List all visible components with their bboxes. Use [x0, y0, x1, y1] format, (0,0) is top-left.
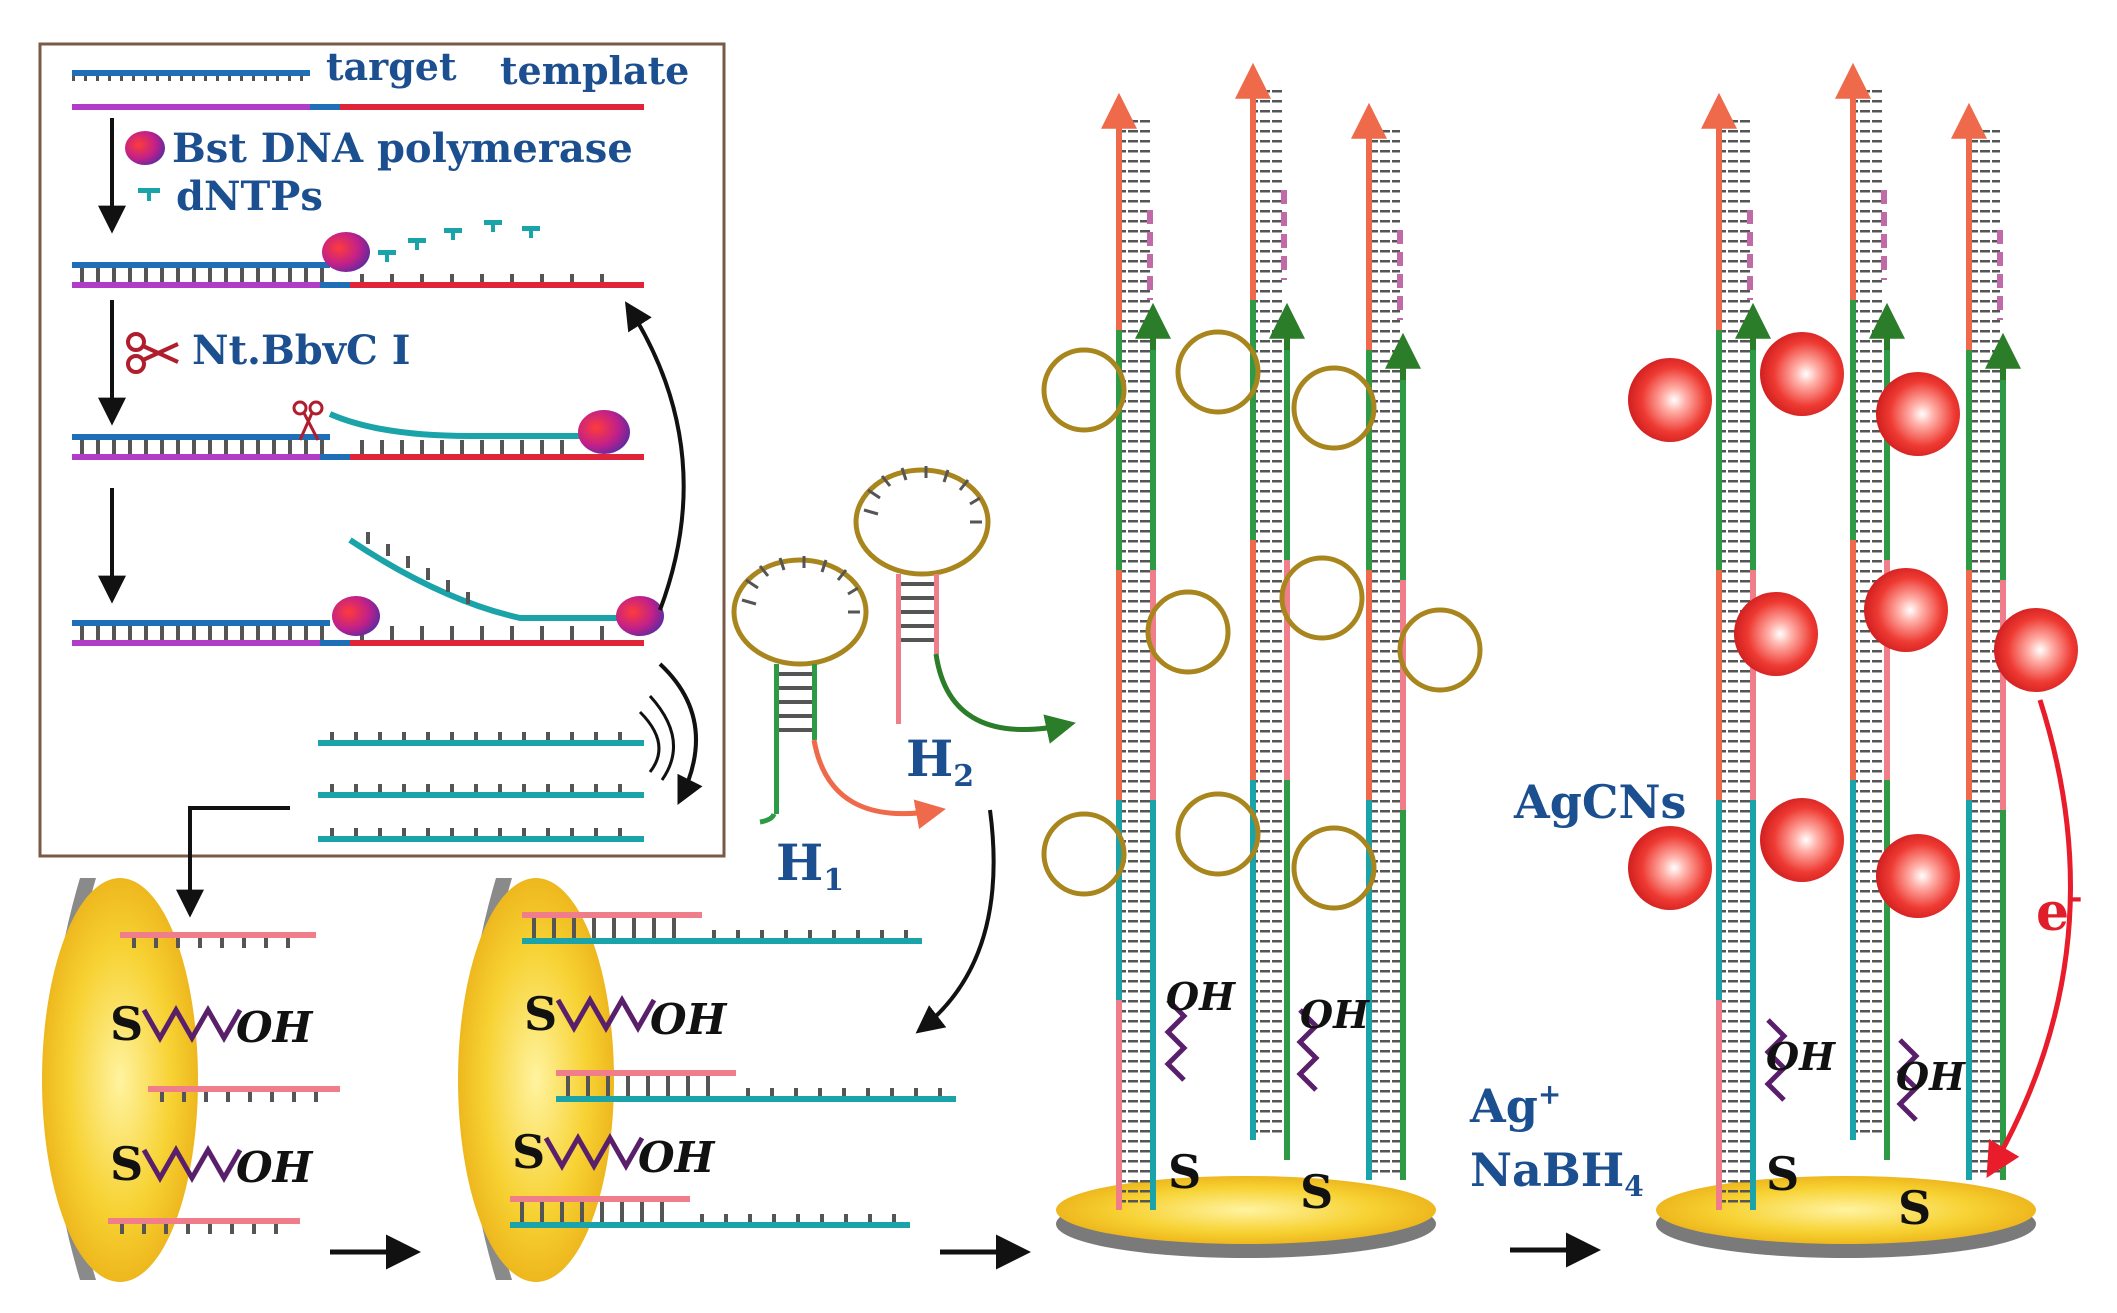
- svg-text:OH: OH: [1166, 974, 1236, 1019]
- extending-duplex: [72, 262, 644, 288]
- label-agcns: AgCNs: [1513, 775, 1686, 829]
- polymerase-icon: [616, 596, 664, 636]
- svg-text:OH: OH: [1896, 1054, 1966, 1099]
- svg-text:S: S: [1168, 1145, 1201, 1199]
- svg-text:S: S: [524, 987, 557, 1041]
- mch-linker-2: S OH S OH: [512, 987, 728, 1182]
- flow-arrow: [915, 809, 996, 1034]
- mch-linker-1: S OH S OH: [110, 997, 314, 1192]
- hairpin-h1: [731, 556, 946, 830]
- label-h2: H2: [906, 729, 974, 794]
- hairpin-h2: [853, 466, 1076, 744]
- sda-inset-box: [38, 42, 726, 858]
- label-nicking-enzyme: Nt.BbvC I: [192, 327, 410, 374]
- label-ag-ion: Ag+: [1469, 1078, 1561, 1133]
- svg-text:OH: OH: [638, 1133, 716, 1182]
- label-target: target: [326, 44, 457, 89]
- label-nabh4: NaBH4: [1470, 1143, 1644, 1203]
- silver-nanocluster-icons: [1628, 332, 2078, 918]
- hcr-columns-3: [1101, 62, 1421, 1210]
- svg-text:OH: OH: [236, 1143, 314, 1192]
- dntp-icons: [378, 220, 540, 262]
- label-polymerase: Bst DNA polymerase: [172, 125, 633, 172]
- svg-text:S: S: [110, 1137, 143, 1191]
- cycle-arrow: [624, 301, 686, 611]
- hcr-columns-4: [1701, 62, 2021, 1210]
- svg-text:S: S: [1300, 1165, 1333, 1219]
- label-h1: H1: [776, 833, 844, 898]
- svg-text:OH: OH: [1766, 1034, 1836, 1079]
- svg-text:S: S: [512, 1125, 545, 1179]
- nicked-duplex: [72, 411, 644, 460]
- electrode-3: [1056, 1176, 1436, 1258]
- polymerase-icon: [332, 596, 380, 636]
- flow-arrow: [176, 806, 290, 918]
- electron-transfer-arrow: [1986, 699, 2073, 1179]
- svg-text:OH: OH: [1300, 992, 1370, 1037]
- dntp-icon: [138, 188, 160, 201]
- svg-text:OH: OH: [650, 995, 728, 1044]
- target-template-duplex: [72, 70, 644, 110]
- electrode-2: [458, 878, 614, 1282]
- mch-linker-3: OH S OH S: [1164, 974, 1370, 1219]
- svg-text:S: S: [110, 997, 143, 1051]
- polymerase-icon: [125, 131, 165, 165]
- label-template: template: [500, 48, 689, 93]
- displaced-strand-duplex: [72, 532, 644, 646]
- scissors-icon: [126, 332, 179, 374]
- label-electron: e-: [2036, 878, 2082, 943]
- svg-text:S: S: [1898, 1181, 1931, 1235]
- polymerase-icon: [322, 232, 370, 272]
- scissors-icon: [292, 400, 324, 441]
- hybridized-strands-2: [510, 912, 956, 1228]
- release-arrow: [658, 662, 703, 806]
- capture-probes-1: [108, 932, 340, 1234]
- electrode-4: [1656, 1176, 2036, 1258]
- label-dntps: dNTPs: [176, 173, 323, 220]
- c-rich-loops-3: [1041, 329, 1483, 911]
- svg-text:OH: OH: [236, 1003, 314, 1052]
- polymerase-icon: [578, 410, 630, 454]
- svg-text:S: S: [1766, 1147, 1799, 1201]
- mch-linker-4: OH S OH S: [1764, 1018, 1966, 1235]
- released-strands: [318, 732, 644, 842]
